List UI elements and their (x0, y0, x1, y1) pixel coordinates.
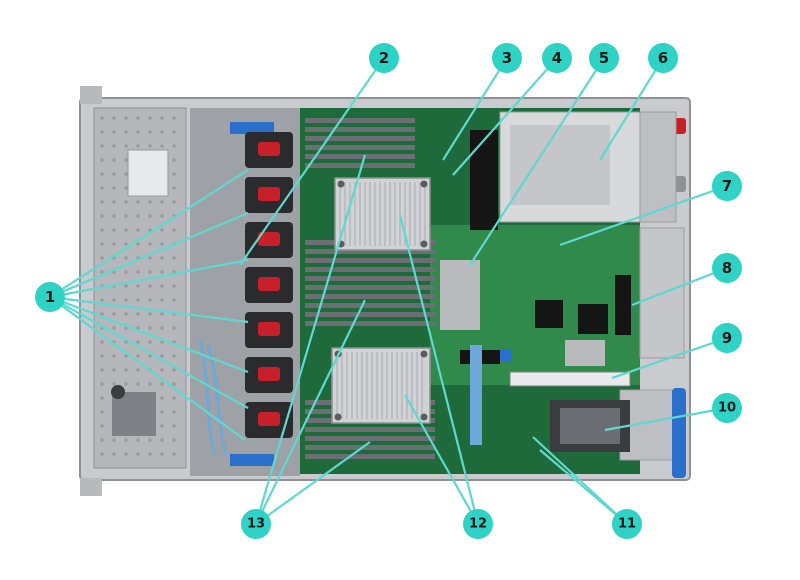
callout-circle (612, 509, 642, 539)
callout-label: 1 (45, 288, 55, 306)
dimm-module (305, 136, 415, 141)
leader-line (255, 299, 366, 525)
callout-label: 11 (618, 517, 636, 532)
leader-line (49, 295, 249, 324)
dimm-module (305, 127, 415, 132)
callout-label: 8 (722, 259, 732, 277)
callout-circle (492, 43, 522, 73)
callout-7: 7 (712, 171, 742, 201)
leader-line (611, 336, 728, 380)
leader-line (49, 211, 249, 299)
fan-bay (190, 108, 300, 476)
callout-circle (712, 171, 742, 201)
leader-line (239, 57, 385, 266)
callout-label: 7 (722, 177, 732, 195)
leader-line (442, 57, 508, 161)
leader-line (469, 57, 605, 266)
callout-4: 4 (542, 43, 572, 73)
callout-9: 9 (712, 323, 742, 353)
callout-label: 5 (599, 49, 609, 67)
callout-6: 6 (648, 43, 678, 73)
front-drive-cage (93, 107, 187, 469)
callout-circle (369, 43, 399, 73)
callout-circle (241, 509, 271, 539)
leader-line (631, 266, 728, 307)
dimm-module (305, 145, 415, 150)
callout-label: 6 (658, 49, 668, 67)
callout-circle (712, 393, 742, 423)
dimm-module (305, 285, 435, 290)
callout-label: 2 (379, 49, 389, 67)
power-supply-area (470, 111, 677, 230)
callout-2: 2 (369, 43, 399, 73)
leader-line (49, 258, 249, 299)
fan-module (245, 177, 293, 213)
leader-line (49, 169, 249, 298)
pcie-riser-area (470, 227, 686, 478)
fan-module (245, 222, 293, 258)
leader-line (599, 57, 664, 161)
callout-label: 9 (722, 329, 732, 347)
dimm-module (305, 118, 415, 123)
dimm-module (305, 445, 435, 450)
dimm-module (305, 303, 435, 308)
callout-label: 12 (469, 517, 487, 532)
callout-circle (589, 43, 619, 73)
fan-bay-tab-top (230, 122, 274, 134)
callout-label: 3 (502, 49, 512, 67)
dimm-module (305, 249, 435, 254)
fan-module (245, 357, 293, 393)
fan-module (245, 132, 293, 168)
leader-line (539, 449, 628, 525)
leader-lines (49, 57, 728, 525)
leader-line (452, 57, 558, 176)
fan-module (245, 402, 293, 438)
dimm-module (305, 294, 435, 299)
dimm-module (305, 154, 415, 159)
dimm-module (305, 267, 435, 272)
callout-11: 11 (612, 509, 642, 539)
callout-8: 8 (712, 253, 742, 283)
dimm-module (305, 436, 435, 441)
leader-line (559, 184, 728, 247)
callout-label: 13 (247, 517, 265, 532)
leader-line (404, 394, 479, 525)
dimm-module (305, 321, 435, 326)
callout-circle (542, 43, 572, 73)
dimm-module (305, 258, 435, 263)
callout-circle (463, 509, 493, 539)
dimm-module (305, 427, 435, 432)
fan-bay-tab-bottom (230, 454, 274, 466)
callout-10: 10 (712, 393, 742, 423)
dimm-module (305, 163, 415, 168)
fan-module (245, 312, 293, 348)
dimm-module (305, 276, 435, 281)
callout-circle (35, 282, 65, 312)
callout-1: 1 (35, 282, 65, 312)
leader-line (49, 296, 249, 409)
leader-line (398, 214, 480, 525)
leader-line (49, 295, 249, 374)
callout-12: 12 (463, 509, 493, 539)
callout-circle (712, 323, 742, 353)
leader-line (49, 296, 246, 441)
callout-5: 5 (589, 43, 619, 73)
callout-circle (648, 43, 678, 73)
leader-line (604, 406, 728, 432)
leader-line (255, 441, 371, 525)
dimm-module (305, 454, 435, 459)
callout-13: 13 (241, 509, 271, 539)
callout-circle (712, 253, 742, 283)
dimm-module (305, 312, 435, 317)
fan-module (245, 267, 293, 303)
callout-label: 4 (552, 49, 562, 67)
callout-label: 10 (718, 401, 736, 416)
callout-3: 3 (492, 43, 522, 73)
leader-line (254, 154, 367, 525)
